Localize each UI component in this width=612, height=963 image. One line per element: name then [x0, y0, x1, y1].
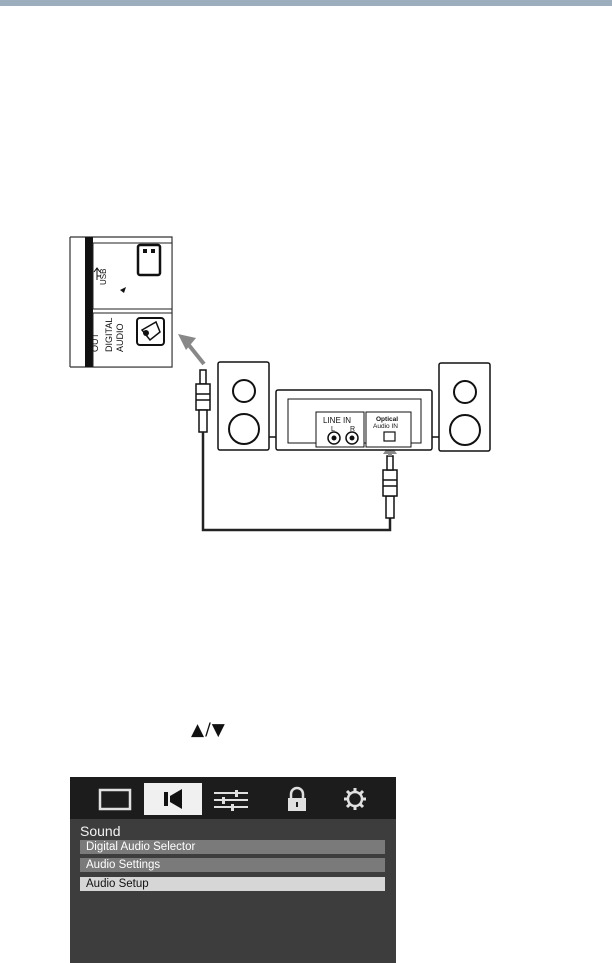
- lock-icon: [268, 783, 326, 815]
- optical-plug-right: [383, 456, 397, 518]
- sound-icon: [144, 783, 202, 815]
- up-down-arrow-keys: ▲/▼: [191, 720, 226, 740]
- left-speaker-icon: [218, 362, 276, 450]
- out-label: OUT: [90, 333, 100, 353]
- tab-picture[interactable]: [86, 783, 144, 815]
- connection-diagram: USB OUT DIGITAL AUDIO: [0, 0, 612, 560]
- connect-arrow-icon: [178, 334, 204, 364]
- optical-label: Optical: [376, 416, 398, 423]
- setup-gear-icon: [326, 783, 384, 815]
- menu-item-audio-settings[interactable]: Audio Settings: [80, 858, 385, 872]
- rca-jack-left-icon: [328, 432, 340, 444]
- optical-input-port-icon: [384, 432, 395, 441]
- audio-receiver: LINE IN L R Optical Audio IN: [276, 390, 432, 450]
- tab-preferences[interactable]: [202, 783, 260, 815]
- line-in-label: LINE IN: [323, 416, 351, 425]
- optical-port-icon: [137, 318, 164, 345]
- tab-sound[interactable]: [144, 783, 202, 815]
- right-speaker-icon: [432, 363, 490, 451]
- tab-setup[interactable]: [326, 783, 384, 815]
- optical-plug-left: [196, 370, 210, 432]
- tab-locks[interactable]: [268, 783, 326, 815]
- tv-back-panel: USB OUT DIGITAL AUDIO: [70, 237, 172, 367]
- connection-diagram-svg: USB OUT DIGITAL AUDIO: [0, 0, 612, 560]
- digital-label: DIGITAL: [104, 318, 114, 352]
- tv-sound-menu-screenshot: Sound Digital Audio Selector Audio Setti…: [70, 777, 396, 963]
- picture-icon: [86, 783, 144, 815]
- menu-item-digital-audio-selector[interactable]: Digital Audio Selector: [80, 840, 385, 854]
- usb-port-icon: [138, 245, 160, 275]
- menu-item-audio-setup[interactable]: Audio Setup: [80, 877, 385, 891]
- preferences-sliders-icon: [202, 783, 260, 815]
- audio-label: AUDIO: [115, 323, 125, 352]
- audio-in-label: Audio IN: [373, 423, 398, 430]
- menu-tab-bar: [70, 777, 396, 819]
- usb-label: USB: [99, 269, 108, 285]
- rca-jack-right-icon: [346, 432, 358, 444]
- menu-title: Sound: [80, 823, 120, 839]
